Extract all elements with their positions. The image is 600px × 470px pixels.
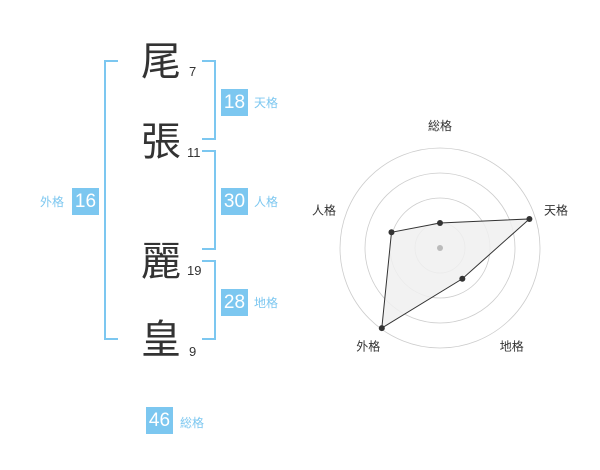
- gaikaku-label: 外格: [40, 195, 65, 209]
- tenkaku-label: 天格: [254, 96, 279, 110]
- radar-point-3: [378, 325, 385, 332]
- radar-point-0: [437, 220, 443, 226]
- chikaku-value-badge: 28: [221, 289, 248, 316]
- chikaku-bracket: [202, 260, 216, 340]
- radar-ring: [339, 147, 541, 349]
- name-char-4: 皇: [141, 317, 181, 363]
- jinkaku-bracket: [202, 150, 216, 250]
- radar-point-1: [526, 215, 533, 222]
- jinkaku-label: 人格: [254, 195, 279, 209]
- soukaku-label: 総格: [180, 416, 205, 430]
- radar-axis-label-1: 天格: [544, 202, 568, 217]
- name-char-1: 尾: [141, 39, 181, 85]
- radar-point-4: [388, 229, 395, 236]
- jinkaku-value-badge: 30: [221, 188, 248, 215]
- stroke-count-2: 11: [187, 145, 201, 160]
- radar-series-area: [381, 218, 531, 330]
- name-char-3: 麗: [141, 239, 181, 285]
- name-char-2: 張: [141, 119, 181, 165]
- radar-axis-label-3: 外格: [356, 339, 380, 354]
- radar-axis-label-4: 人格: [312, 202, 336, 217]
- radar-axis-label-2: 地格: [500, 339, 524, 354]
- tenkaku-value-badge: 18: [221, 89, 248, 116]
- radar-point-2: [459, 275, 466, 282]
- stroke-count-1: 7: [189, 64, 197, 79]
- chikaku-label: 地格: [254, 296, 279, 310]
- gaikaku-bracket: [104, 60, 118, 340]
- radar-ring: [364, 172, 516, 324]
- stroke-count-4: 9: [189, 344, 197, 359]
- radar-center-point: [437, 245, 443, 251]
- gaikaku-value-badge: 16: [72, 188, 99, 215]
- tenkaku-bracket: [202, 60, 216, 140]
- radar-axis-label-0: 総格: [428, 118, 452, 133]
- stroke-count-3: 19: [187, 263, 202, 278]
- soukaku-value-badge: 46: [146, 407, 173, 434]
